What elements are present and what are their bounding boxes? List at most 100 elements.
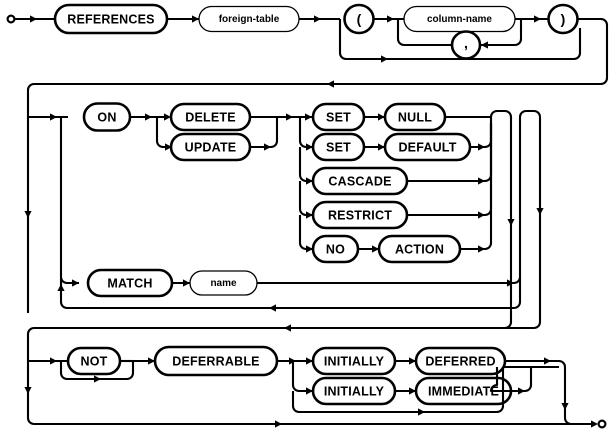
rail-column-list-bypass: [338, 19, 582, 61]
arrow-to-initially-immediate: [306, 387, 313, 395]
arrow-row3-exit-down: [561, 403, 569, 410]
node-deferred-label: DEFERRED: [425, 355, 495, 369]
node-deferrable-label: DEFERRABLE: [172, 355, 259, 369]
arrow-to-update: [165, 143, 172, 151]
rail-immediate-merge-stub: [489, 367, 511, 393]
node-initially-immediate-initially-label: INITIALLY: [324, 385, 385, 399]
rail-split-to-update: [155, 117, 172, 149]
end-marker: [597, 419, 607, 429]
rail-default-merge: [470, 123, 493, 149]
rail-branch-to-match: [59, 117, 79, 285]
arrow-event-to-action: [286, 113, 293, 121]
rail-initially-bypass-merge: [496, 367, 505, 414]
arrow-row2-entry: [50, 113, 57, 121]
arrow-row2-to-row3: [284, 324, 291, 332]
arrow-deferred-merge: [544, 357, 551, 365]
arrow-initially-bypass: [418, 408, 425, 416]
arrow-row2-repeat: [269, 304, 276, 312]
arrow-row1-wrap: [327, 80, 334, 88]
node-initially-deferred-initially-label: INITIALLY: [324, 355, 385, 369]
node-default-label: DEFAULT: [398, 141, 456, 155]
rail-split-to-cascade: [298, 147, 313, 183]
rail-not-bypass-merge: [126, 361, 135, 381]
rail-row2-to-row3-wrap: [26, 300, 513, 361]
node-restrict-label: RESTRICT: [328, 209, 392, 223]
arrow-row3-bypass-down: [24, 387, 32, 394]
node-column-name-label: column-name: [427, 14, 492, 25]
arrow-to-restrict: [306, 211, 313, 219]
node-lparen-label: (: [357, 11, 362, 27]
node-set-null-set-label: SET: [326, 111, 351, 125]
arrow-row2-bypass: [24, 211, 32, 218]
arrow-to-references: [30, 15, 37, 23]
node-comma[interactable]: [450, 30, 482, 60]
arrow-to-end: [591, 420, 598, 428]
rail-not-bypass: [59, 361, 127, 381]
rail-match-exit: [257, 109, 542, 300]
arrow-to-set-null: [305, 113, 312, 121]
rail-row2-to-row3-wrap-outer: [505, 300, 542, 330]
rail-update-merge: [250, 117, 279, 149]
node-comma-label: ,: [464, 35, 468, 51]
rail-split-to-no-action: [298, 215, 313, 251]
node-action-label: ACTION: [395, 243, 444, 257]
arrow-to-deferrable: [148, 357, 155, 365]
arrow-to-no-action: [306, 245, 313, 253]
rail-comma-loop-left: [396, 19, 452, 47]
node-delete-label: DELETE: [185, 111, 236, 125]
arrow-to-set-default: [306, 143, 313, 151]
arrow-row3-entry: [50, 357, 57, 365]
arrow-match-exit-down: [536, 208, 544, 215]
arrow-to-delete: [164, 113, 171, 121]
node-references-label: REFERENCES: [67, 13, 154, 27]
arrow-match-exit: [507, 279, 514, 287]
arrow-to-initially-deferred: [306, 357, 313, 365]
arrow-on-to-event: [145, 113, 152, 121]
arrow-initially-to-immediate: [409, 387, 416, 395]
node-cascade-label: CASCADE: [328, 175, 391, 189]
arrow-set-to-default: [378, 143, 385, 151]
arrow-restrict-merge: [478, 211, 485, 219]
arrow-to-match: [72, 279, 79, 287]
rail-row2-repeat-loop: [59, 277, 522, 310]
node-no-label: NO: [326, 243, 345, 257]
node-immediate-label: IMMEDIATE: [428, 385, 499, 399]
arrow-action-merge: [478, 245, 485, 253]
rail-row3-exit: [558, 359, 595, 426]
arrow-to-foreign-table: [192, 15, 199, 23]
arrow-match-to-name: [183, 279, 190, 287]
arrow-to-cascade: [306, 177, 313, 185]
arrow-row2-repeat-up: [57, 284, 65, 291]
arrow-default-merge: [478, 143, 485, 151]
arrow-on-branch-exit: [507, 219, 515, 226]
node-on-label: ON: [97, 111, 116, 125]
arrow-to-rparen: [534, 15, 541, 23]
arrow-set-to-null: [378, 113, 385, 121]
node-name-label: name: [210, 278, 237, 289]
node-foreign-table-label: foreign-table: [219, 14, 280, 25]
rail-split-to-set-default: [298, 117, 313, 149]
arrow-to-column-name: [387, 15, 394, 23]
arrow-no-to-action: [372, 245, 379, 253]
arrow-update-merge: [264, 143, 271, 151]
rail-immediate-merge: [511, 367, 533, 393]
node-match-label: MATCH: [107, 277, 152, 291]
arrow-comma-loop: [481, 41, 488, 49]
rail-split-initially-immediate: [291, 361, 313, 393]
rail-split-to-restrict: [298, 181, 313, 217]
rail-row3-bypass: [26, 361, 595, 426]
start-marker: [6, 14, 16, 24]
rail-row1-to-row2-wrap: [26, 17, 609, 117]
arrow-immediate-merge: [518, 387, 525, 395]
arrow-row3-bypass-right: [275, 420, 282, 428]
node-null-label: NULL: [398, 111, 432, 125]
node-not-label: NOT: [81, 355, 108, 369]
arrow-cascade-merge: [478, 177, 485, 185]
rail-action-merge: [460, 123, 493, 251]
arrow-not-bypass: [94, 375, 101, 383]
rail-comma-loop-right: [481, 19, 523, 47]
arrow-to-column-list: [314, 15, 321, 23]
arrow-initially-to-deferred: [409, 357, 416, 365]
arrow-column-list-bypass: [381, 55, 388, 63]
